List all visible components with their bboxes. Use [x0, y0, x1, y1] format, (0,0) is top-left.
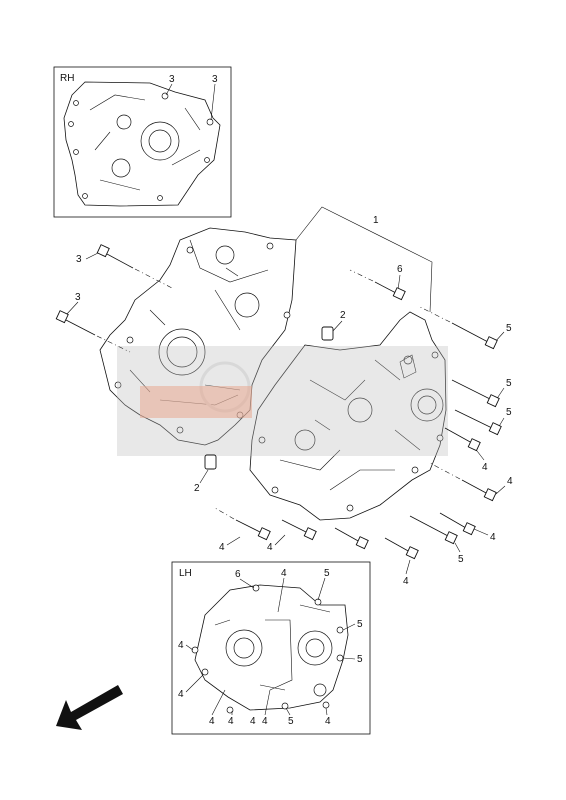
callout-5-b: 5	[506, 378, 512, 389]
bolt-3-lower: 3	[55, 292, 131, 353]
rh-inset-bolt-holes	[68, 92, 214, 201]
lh-inset-callout-6: 6	[235, 569, 241, 580]
callout-5-c: 5	[506, 407, 512, 418]
rh-inset-bearing	[111, 158, 131, 178]
right-half-filler-neck	[399, 354, 417, 379]
right-half-bearing	[347, 397, 373, 423]
callout-4-b: 4	[507, 476, 513, 487]
bolt-5-a: 5	[417, 305, 512, 350]
right-half-outline	[249, 311, 447, 521]
lh-inset-small-bore	[313, 683, 327, 697]
watermark	[117, 346, 448, 456]
dowel-bottom: 2	[194, 454, 217, 494]
callout-4-d: 4	[267, 542, 273, 553]
dowel-top: 2	[321, 310, 346, 341]
callout-1-group: 1	[295, 206, 433, 313]
right-half-crank-bore-inner	[417, 395, 437, 415]
bolt-3-upper-axis	[134, 268, 173, 289]
lh-inset-bolt-holes	[191, 584, 344, 714]
rh-inset-bore-inner	[148, 129, 172, 153]
rh-inset-label: RH	[60, 73, 74, 84]
callout-5-d: 5	[458, 554, 464, 565]
callout-1-bracket	[295, 206, 433, 313]
rh-inset-callout-3b: 3	[212, 74, 218, 85]
callout-1: 1	[373, 215, 379, 226]
rh-inset-case-outline	[63, 81, 221, 207]
right-half-bolt-holes	[258, 351, 444, 512]
lh-inset-callout-4-b5: 4	[325, 716, 331, 727]
lh-inset-bore-right-inner	[305, 638, 325, 658]
bolt-5-d: 5	[409, 515, 464, 565]
lh-inset-callout-4-b1: 4	[209, 716, 215, 727]
lh-inset: LH 6 4 5 5 5 4 4 4 4 4 4	[171, 561, 371, 735]
crankcase-left-half	[99, 227, 297, 446]
watermark-accent	[140, 386, 252, 418]
bolt-lower-mid: 4	[334, 527, 419, 587]
left-half-shaft-bore	[234, 292, 260, 318]
lh-inset-callout-4-b3: 4	[262, 716, 268, 727]
bolt-3-upper: 3	[76, 244, 173, 289]
left-half-crank-bore-inner	[166, 336, 198, 368]
bolt-4-c: 4	[214, 507, 271, 553]
bolt-4-a: 4	[444, 427, 488, 473]
bolt-4-e: 4	[439, 512, 496, 543]
lh-inset-callout-4-top: 4	[281, 568, 287, 579]
front-arrow-head	[56, 685, 123, 730]
callout-4-e: 4	[490, 532, 496, 543]
lh-inset-frame	[171, 561, 371, 735]
rh-inset-callout-3a: 3	[169, 74, 175, 85]
lh-inset-bore-left-inner	[233, 637, 255, 659]
callout-2-top: 2	[340, 310, 346, 321]
bolt-6: 6	[349, 264, 406, 301]
bolt-5-b: 5	[451, 378, 512, 408]
lh-inset-callout-4-b2: 4	[228, 716, 234, 727]
left-half-small-bore	[215, 245, 235, 265]
callout-3-upper: 3	[76, 254, 82, 265]
lh-inset-callout-5-b: 5	[288, 716, 294, 727]
callout-4-c: 4	[219, 542, 225, 553]
lh-inset-callout-5-top: 5	[324, 568, 330, 579]
lh-inset-case-outline	[194, 584, 349, 711]
lh-inset-ribs	[214, 604, 331, 691]
bolt-5-c: 5	[454, 407, 512, 436]
right-half-ribs	[279, 359, 421, 491]
lh-inset-callout-4-l1: 4	[178, 640, 184, 651]
callout-3-lower: 3	[75, 292, 81, 303]
rh-inset-ribs	[89, 94, 201, 191]
callout-5-a: 5	[506, 323, 512, 334]
callout-2-bottom: 2	[194, 483, 200, 494]
lh-inset-callout-5-r2: 5	[357, 654, 363, 665]
lh-inset-callout-4-l2: 4	[178, 689, 184, 700]
callout-4-f: 4	[403, 576, 409, 587]
right-half-shaft-bore	[294, 429, 316, 451]
lh-inset-callout-5-r1: 5	[357, 619, 363, 630]
bolt-4-d: 4	[267, 519, 317, 553]
bolt-4-b: 4	[429, 462, 513, 502]
front-direction-arrow-icon	[56, 685, 123, 730]
callout-6: 6	[397, 264, 403, 275]
crankcase-right-half	[249, 311, 447, 521]
callout-4-a: 4	[482, 462, 488, 473]
rh-inset-bearing-small	[116, 114, 132, 130]
rh-inset: RH 3 3	[53, 66, 232, 218]
lh-inset-label: LH	[179, 568, 192, 579]
lh-inset-callout-4-b4: 4	[250, 716, 256, 727]
